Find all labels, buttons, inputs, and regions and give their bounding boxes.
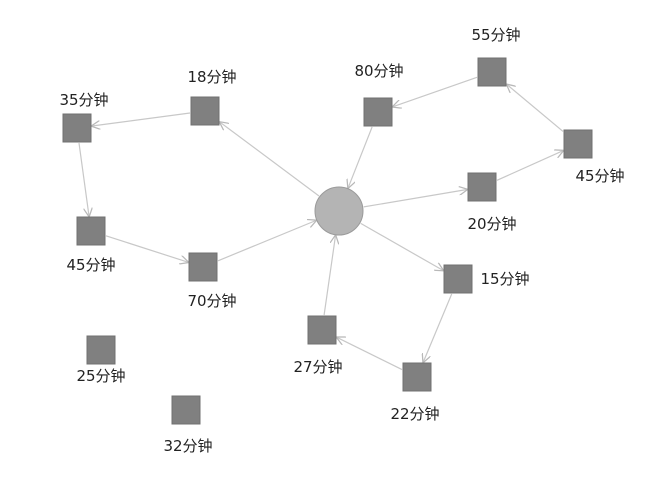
- edge-n45a-to-n70: [105, 235, 188, 262]
- edge-n15-to-n22: [423, 293, 453, 362]
- edge-n27-to-hub: [323, 236, 335, 316]
- node-n18: 18分钟: [187, 68, 237, 126]
- node-label: 80分钟: [354, 62, 403, 80]
- node-n35: 35分钟: [59, 91, 109, 143]
- edge-n45b-to-n55: [507, 85, 564, 132]
- node-n45a: 45分钟: [66, 216, 116, 274]
- node-n45b: 45分钟: [563, 129, 625, 185]
- node-square: [363, 97, 393, 127]
- edge-hub-to-n15: [360, 222, 443, 270]
- node-label: 18分钟: [187, 68, 236, 86]
- node-square: [467, 172, 497, 202]
- node-label: 55分钟: [471, 26, 520, 44]
- node-square: [62, 113, 92, 143]
- node-square: [188, 252, 218, 282]
- node-n20: 20分钟: [467, 172, 517, 233]
- node-label: 25分钟: [76, 367, 125, 385]
- node-n80: 80分钟: [354, 62, 404, 127]
- node-n25: 25分钟: [76, 335, 126, 385]
- edge-n18-to-n35: [92, 112, 191, 126]
- edge-hub-to-n20: [363, 190, 467, 208]
- node-label: 15分钟: [480, 270, 529, 288]
- node-square: [402, 362, 432, 392]
- node-square: [86, 335, 116, 365]
- nodes-layer: 18分钟 35分钟 45分钟 70分钟 80分钟 55分钟 45分钟 20分钟 15分钟 22分钟…: [59, 26, 624, 455]
- node-label: 70分钟: [187, 292, 236, 310]
- node-square: [190, 96, 220, 126]
- node-square: [307, 315, 337, 345]
- node-n22: 22分钟: [390, 362, 440, 423]
- node-n55: 55分钟: [471, 26, 521, 87]
- edge-n70-to-hub: [217, 221, 316, 262]
- node-square: [563, 129, 593, 159]
- edge-n80-to-hub: [348, 126, 373, 188]
- node-label: 45分钟: [66, 256, 115, 274]
- node-label: 27分钟: [293, 358, 342, 376]
- node-n27: 27分钟: [293, 315, 343, 376]
- edge-n22-to-n27: [337, 337, 403, 371]
- node-label: 32分钟: [163, 437, 212, 455]
- node-square: [443, 264, 473, 294]
- node-square: [171, 395, 201, 425]
- edge-n35-to-n45a: [78, 142, 89, 216]
- node-label: 20分钟: [467, 215, 516, 233]
- edge-n55-to-n80: [393, 76, 478, 106]
- edge-hub-to-n18: [220, 122, 320, 197]
- node-n32: 32分钟: [163, 395, 213, 455]
- node-n70: 70分钟: [187, 252, 237, 310]
- node-label: 45分钟: [575, 167, 624, 185]
- node-label: 35分钟: [59, 91, 108, 109]
- node-square: [477, 57, 507, 87]
- edge-n20-to-n45b: [496, 151, 563, 181]
- node-square: [76, 216, 106, 246]
- hub-node: [314, 186, 364, 236]
- node-label: 22分钟: [390, 405, 439, 423]
- edges-layer: [78, 76, 564, 371]
- node-n15: 15分钟: [443, 264, 530, 294]
